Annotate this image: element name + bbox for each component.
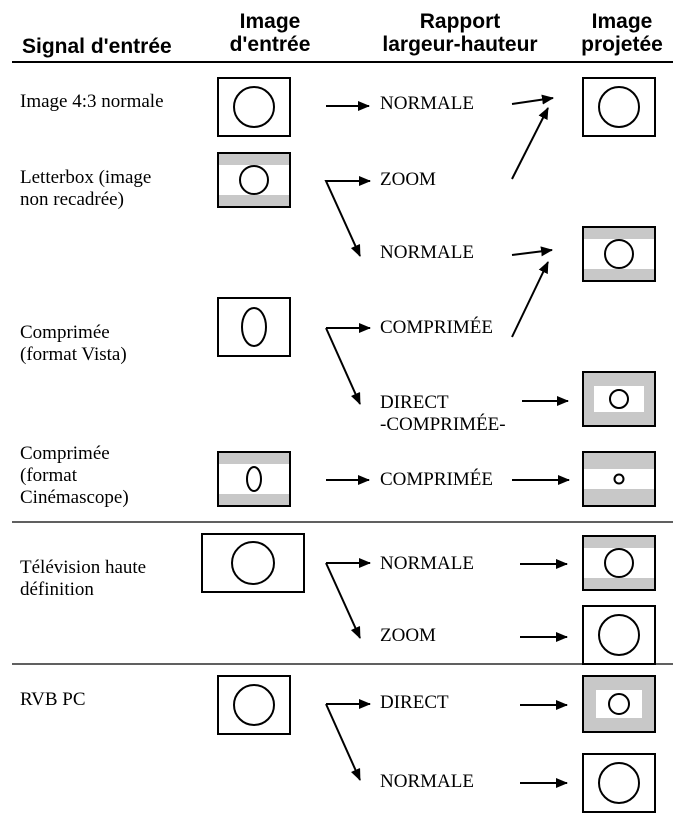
signal-label-line: (format — [20, 465, 77, 486]
ratio-label-line: ZOOM — [380, 625, 436, 646]
header-aspect-ratio-line2: largeur-hauteur — [382, 33, 538, 56]
signal-label: Comprimée (format Vista) — [20, 322, 127, 366]
signal-label-line: Télévision haute — [20, 557, 147, 578]
ratio-label-line: DIRECT — [380, 692, 449, 713]
projected-image-pc-normal — [582, 753, 656, 813]
ratio-label: DIRECT -COMPRIMÉE- — [380, 392, 506, 436]
ratio-label: COMPRIMÉE — [380, 317, 493, 339]
ratio-label-line: -COMPRIMÉE- — [380, 414, 506, 435]
signal-label-line: Letterbox (image — [20, 167, 152, 188]
header-input-image-line2: d'entrée — [229, 33, 311, 56]
arrows-input-to-ratio — [324, 101, 371, 781]
header-aspect-ratio-line1: Rapport — [419, 10, 501, 33]
ratio-label-line: DIRECT — [380, 392, 449, 413]
signal-label: Comprimée (format Cinémascope) — [20, 443, 129, 509]
projected-image-cinemascope — [582, 451, 656, 507]
signal-label: Image 4:3 normale — [20, 91, 164, 113]
ratio-label: NORMALE — [380, 771, 474, 793]
input-image-squeezed-vista — [217, 297, 291, 357]
ratio-label-line: COMPRIMÉE — [380, 469, 493, 490]
signal-label-line: Cinémascope) — [20, 487, 129, 508]
header-input-image-line1: Image — [239, 10, 301, 33]
ratio-label: ZOOM — [380, 625, 436, 647]
ratio-label-line: COMPRIMÉE — [380, 317, 493, 338]
ratio-label-line: NORMALE — [380, 93, 474, 114]
ratio-label: NORMALE — [380, 242, 474, 264]
projected-image-hdtv-normal — [582, 535, 656, 591]
signal-label-line: Comprimée — [20, 322, 110, 343]
ratio-label: ZOOM — [380, 169, 436, 191]
ratio-label-line: NORMALE — [380, 771, 474, 792]
projected-image-direct-squeezed — [582, 371, 656, 427]
header-projected-image-line1: Image — [591, 10, 653, 33]
projected-image-hdtv-zoom — [582, 605, 656, 665]
header-projected-image-line2: projetée — [581, 33, 663, 56]
ratio-label-line: NORMALE — [380, 553, 474, 574]
signal-label-line: non recadrée) — [20, 189, 124, 210]
header-projected-image: Image projetée — [572, 10, 672, 56]
input-image-pc-rgb — [217, 675, 291, 735]
signal-label: Letterbox (image non recadrée) — [20, 167, 151, 211]
signal-label-line: Comprimée — [20, 443, 110, 464]
header-input-image: Image d'entrée — [220, 10, 320, 56]
ratio-label: COMPRIMÉE — [380, 469, 493, 491]
ratio-label: NORMALE — [380, 93, 474, 115]
header-aspect-ratio: Rapport largeur-hauteur — [370, 10, 550, 56]
projected-image-pc-direct — [582, 675, 656, 733]
signal-label-line: RVB PC — [20, 689, 86, 710]
projected-image-normal — [582, 77, 656, 137]
projected-image-letterbox — [582, 226, 656, 282]
input-image-squeezed-cinemascope — [217, 451, 291, 507]
signal-label: Télévision haute définition — [20, 557, 146, 601]
signal-label-line: Image 4:3 normale — [20, 91, 164, 112]
signal-label-line: (format Vista) — [20, 344, 127, 365]
input-image-hdtv — [201, 533, 305, 593]
header-signal-text: Signal d'entrée — [22, 35, 172, 58]
ratio-label: NORMALE — [380, 553, 474, 575]
signal-label: RVB PC — [20, 689, 86, 711]
input-image-letterbox — [217, 152, 291, 208]
signal-label-line: définition — [20, 579, 94, 600]
header-signal: Signal d'entrée — [22, 35, 172, 58]
ratio-label: DIRECT — [380, 692, 449, 714]
ratio-label-line: NORMALE — [380, 242, 474, 263]
input-image-normal — [217, 77, 291, 137]
arrows-ratio-to-projected — [511, 94, 570, 788]
ratio-label-line: ZOOM — [380, 169, 436, 190]
